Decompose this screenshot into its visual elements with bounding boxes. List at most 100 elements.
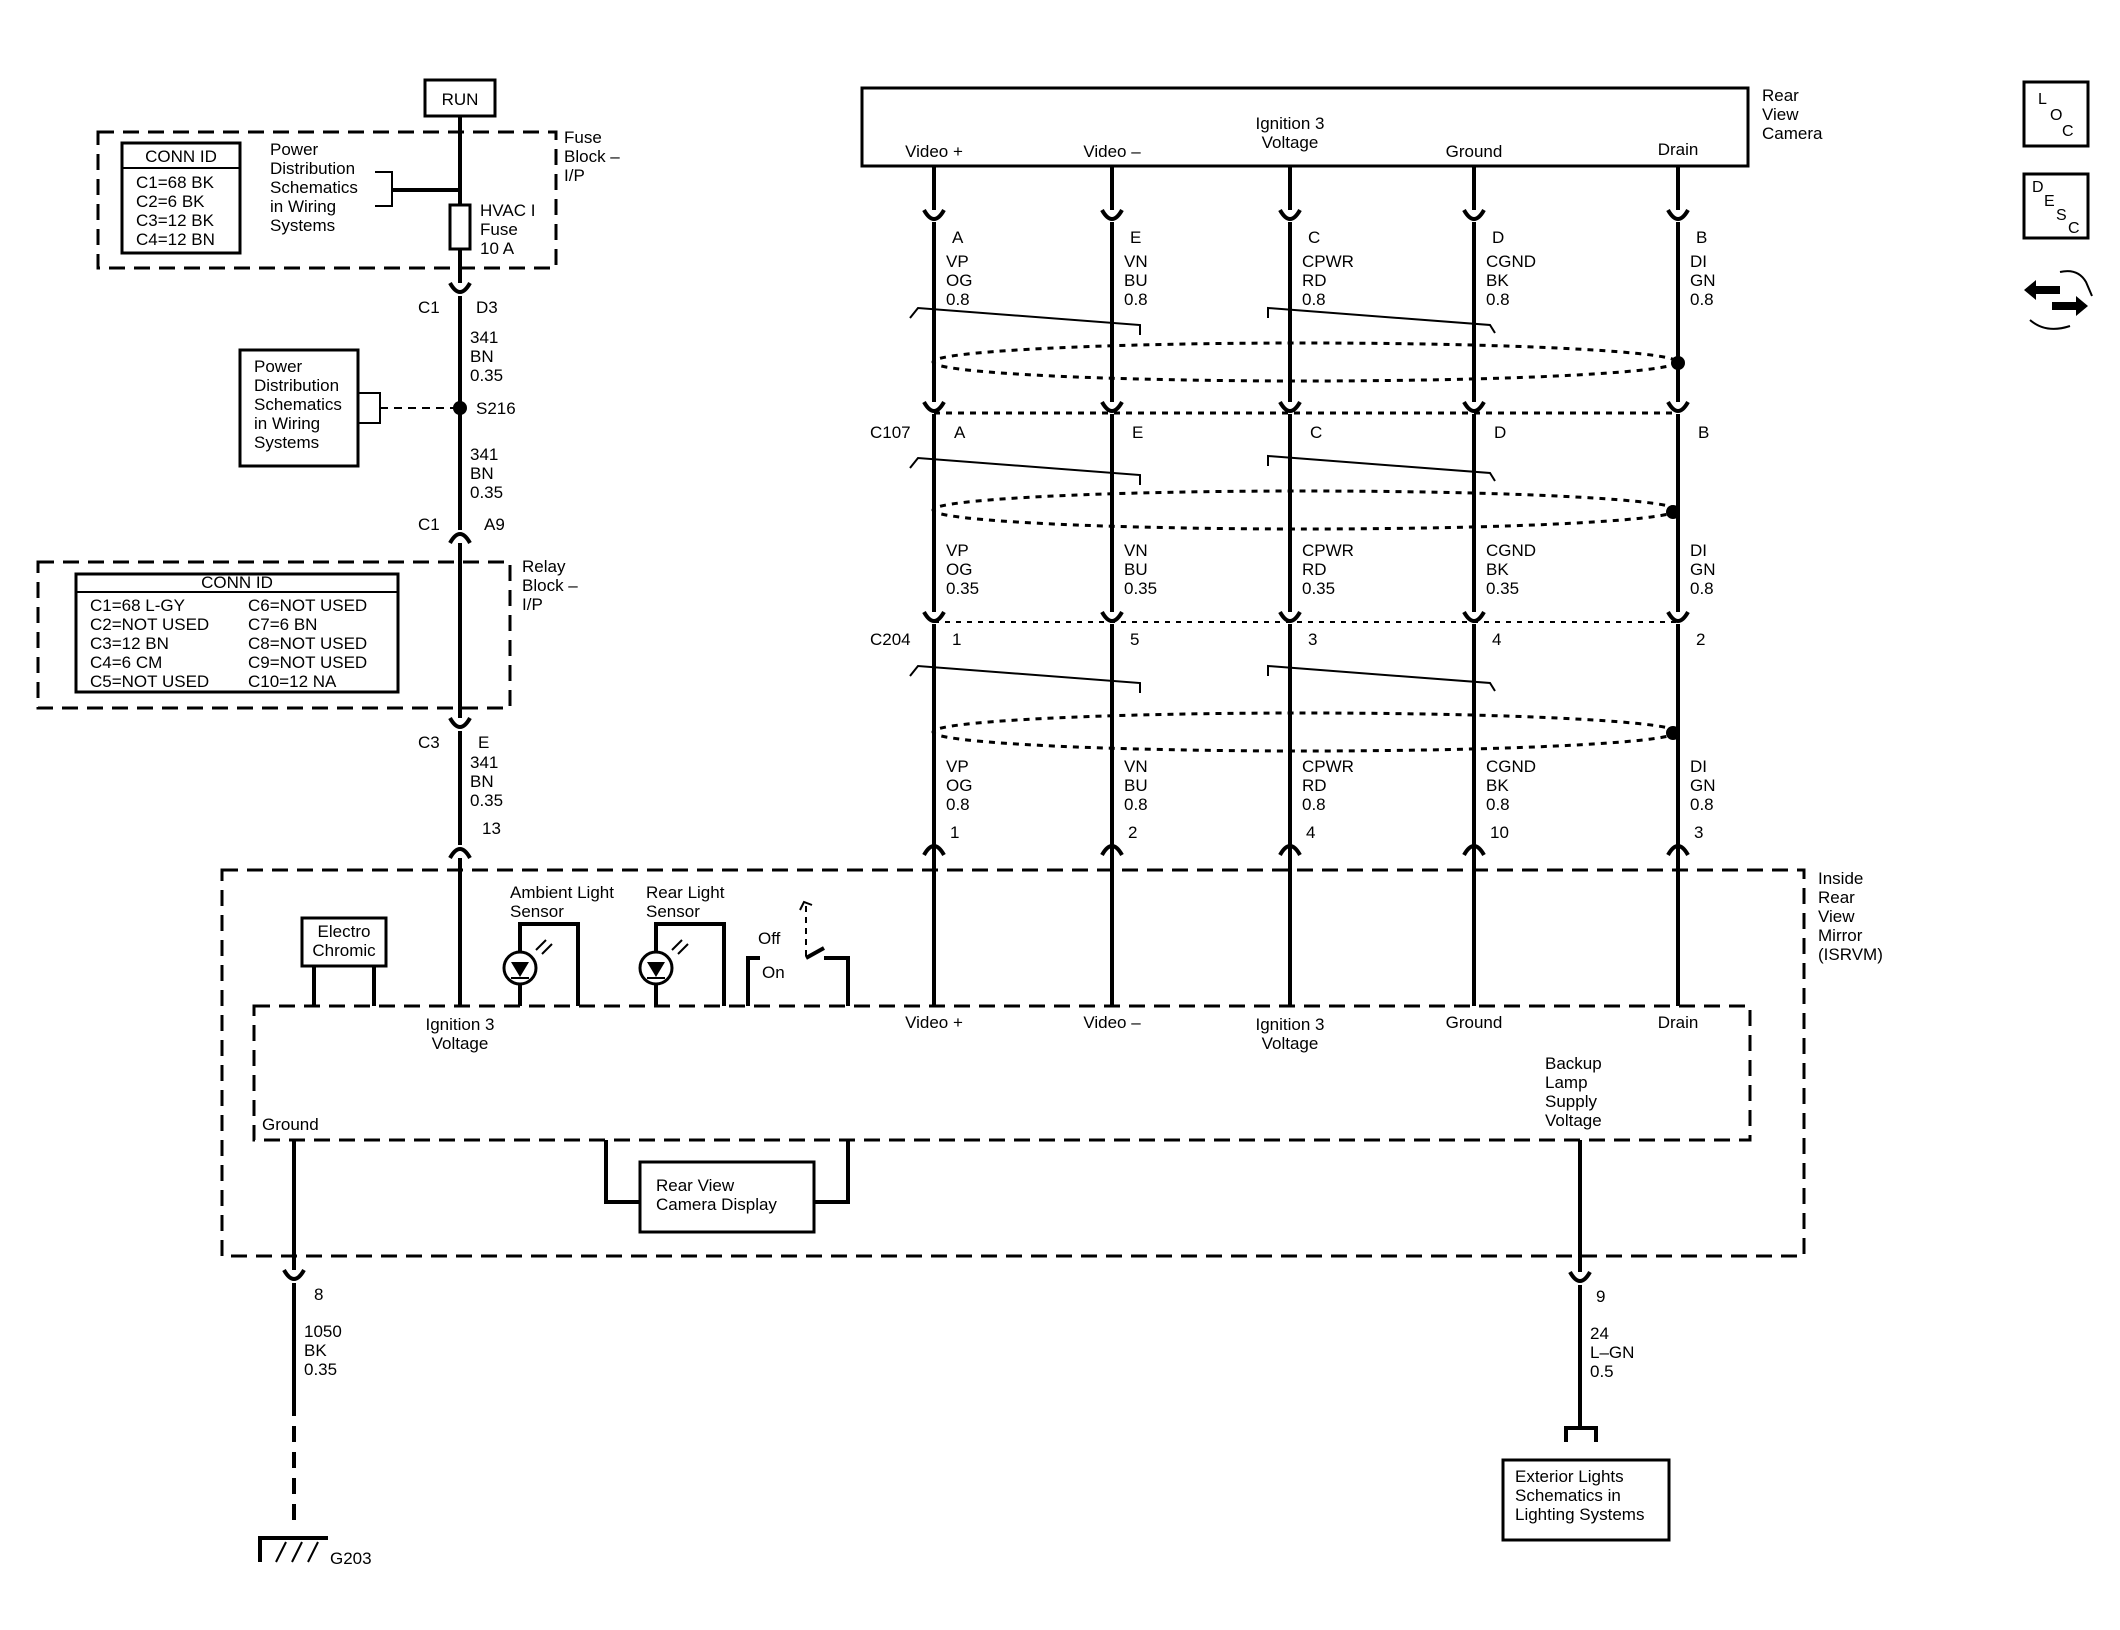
exterior-ref-text: Lighting Systems [1515,1505,1644,1524]
connector-c204-pin [1100,610,1124,623]
mirror-terminal-label: Ignition 3 [1256,1015,1325,1034]
loc-icon[interactable] [2022,80,2090,148]
camera-connector [1462,208,1486,221]
camera-pin-label: A [952,228,964,247]
mirror-terminal-label: Ground [1446,1013,1503,1032]
wire-label: CGND [1486,541,1536,560]
fuse-label: Fuse [480,220,518,239]
relay-block-title: I/P [522,595,543,614]
camera-connector [1100,208,1124,221]
wire-label: OG [946,776,972,795]
mirror-title: Mirror [1818,926,1863,945]
c204-pin-label: 3 [1308,630,1317,649]
wire-label: 341 [470,445,498,464]
connector-label: C1 [418,298,440,317]
wire-label: 0.35 [946,579,979,598]
wire-label: 0.8 [946,795,970,814]
svg-text:C: C [2062,123,2074,140]
wire-label: CPWR [1302,757,1354,776]
svg-text:E: E [2044,193,2055,210]
camera-terminal: Ignition 3 [1256,114,1325,133]
wire-label: CPWR [1302,252,1354,271]
mirror-terminal-label: Drain [1658,1013,1699,1032]
display-label: Rear View [656,1176,735,1195]
fuse-label: 10 A [480,239,515,258]
desc-icon[interactable] [2022,172,2090,240]
wire-label: 24 [1590,1324,1609,1343]
relay-conn-row: C10=12 NA [248,672,337,691]
ambient-sensor-label: Ambient Light [510,883,614,902]
camera-terminal: Ground [1446,142,1503,161]
splice-ref-text: Systems [254,433,319,452]
connector-c204-pin [922,610,946,623]
shield-drain-3 [1666,726,1680,740]
shield-1 [931,341,1679,383]
connector-mirror-8 [282,1268,306,1281]
wire-label: VP [946,757,969,776]
splice-ref-text: in Wiring [254,414,320,433]
svg-text:S: S [2056,207,2067,224]
wire-label: 0.35 [470,366,503,385]
camera-terminal: Video – [1083,142,1141,161]
connector-c204-label: C204 [870,630,911,649]
fuse-conn-row: C2=6 BK [136,192,205,211]
connector-c107-pin [1278,400,1302,413]
relay-block-outline [36,560,512,710]
c107-pin-label: C [1310,423,1322,442]
wire-label: 0.8 [1124,795,1148,814]
mirror-pin-label: 2 [1128,823,1137,842]
fuse-ref-text: Distribution [270,159,355,178]
wire-label: RD [1302,271,1327,290]
fuse-block-title: Block – [564,147,620,166]
wire-label: RD [1302,776,1327,795]
mirror-title: Inside [1818,869,1863,888]
mirror-pin-label: 1 [950,823,959,842]
switch-on-label: On [762,963,785,982]
camera-terminal: Voltage [1262,133,1319,152]
wire-label: BK [1486,271,1509,290]
fuse-block-outline [96,130,558,270]
connector-c204-pin [1462,610,1486,623]
relay-block-title: Block – [522,576,578,595]
ambient-sensor-label: Sensor [510,902,564,921]
fuse-label: HVAC I [480,201,535,220]
wire-label: 0.8 [1124,290,1148,309]
display-label: Camera Display [656,1195,777,1214]
splice-ref-text: Schematics [254,395,342,414]
fuse-conn-title: CONN ID [145,147,217,166]
wire-label: CGND [1486,252,1536,271]
electrochromic-box [300,916,388,968]
wire-label: 0.8 [1486,290,1510,309]
electrochromic-label: Chromic [312,941,376,960]
mirror-title: View [1818,907,1855,926]
pin-label: 8 [314,1285,323,1304]
c204-pin-label: 1 [952,630,961,649]
navigate-arrows-icon[interactable] [2024,270,2093,330]
wire-label: 0.35 [304,1360,337,1379]
wire-label: 0.5 [1590,1362,1614,1381]
camera-title: Rear [1762,86,1799,105]
camera-title: Camera [1762,124,1823,143]
fuse-ref-text: Schematics [270,178,358,197]
wire-label: BU [1124,271,1148,290]
splice-ref-text: Power [254,357,303,376]
pin-label: 9 [1596,1287,1605,1306]
wire-label: RD [1302,560,1327,579]
relay-conn-row: C8=NOT USED [248,634,367,653]
mirror-title: Rear [1818,888,1855,907]
camera-connector [1666,208,1690,221]
splice-ref-box [238,348,360,468]
fuse-ref-text: in Wiring [270,197,336,216]
wire-label: VN [1124,541,1148,560]
wire-label: GN [1690,271,1716,290]
ground-g203-icon [258,1536,328,1563]
wire-label: DI [1690,757,1707,776]
pin-label: E [478,733,489,752]
relay-conn-title: CONN ID [201,573,273,592]
wire-label: OG [946,560,972,579]
switch-off-label: Off [758,929,781,948]
mirror-terminal-label: Voltage [1262,1034,1319,1053]
ground-id: G203 [330,1549,372,1568]
rear-view-camera-box [860,86,1750,168]
fuse-ref-text: Power [270,140,319,159]
